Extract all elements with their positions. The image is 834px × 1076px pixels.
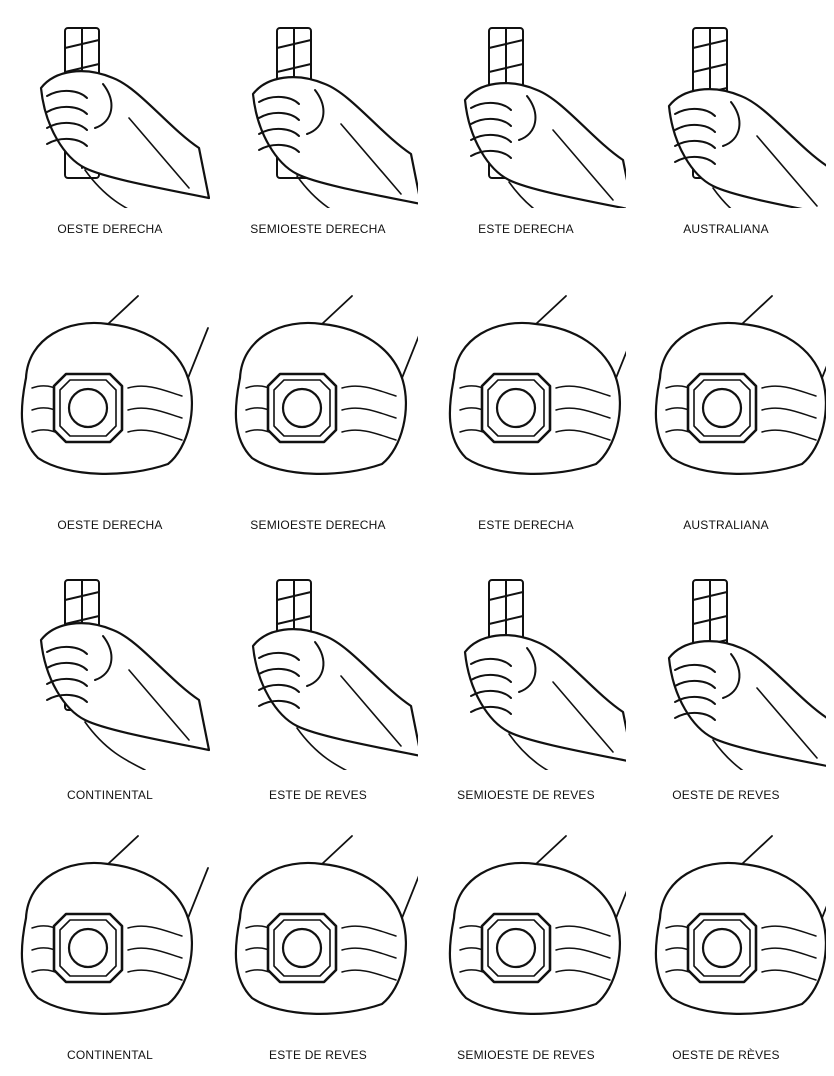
grip-cell: ESTE DE REVES — [218, 0, 426, 1076]
grip-cell: AUSTRALIANA — [626, 0, 834, 1076]
grip-cell: OESTE DE REVES — [626, 0, 834, 1076]
hand-grip-end-icon — [654, 835, 826, 1015]
grip-label: SEMIOESTE DE REVES — [457, 1048, 595, 1062]
grip-label: SEMIOESTE DERECHA — [250, 518, 386, 532]
grip-label: CONTINENTAL — [67, 788, 153, 802]
grip-cell: AUSTRALIANA — [626, 0, 834, 1076]
hand-grip-side-icon — [251, 579, 418, 770]
hand-grip-end-icon — [20, 295, 209, 475]
hand-grip-side-icon — [463, 27, 626, 208]
grip-cell: SEMIOESTE DERECHA — [218, 0, 426, 1076]
hand-grip-side-icon — [463, 579, 626, 770]
hand-grip-side-icon — [39, 27, 210, 208]
hand-grip-end-icon — [234, 835, 418, 1015]
hand-grip-side-icon — [251, 27, 418, 208]
hand-grip-end-icon — [20, 835, 209, 1015]
grip-cell: CONTINENTAL — [10, 0, 218, 1076]
grip-cell: OESTE DERECHA — [10, 0, 218, 1076]
grip-cell: OESTE DERECHA — [10, 0, 218, 1076]
grip-cell: SEMIOESTE DERECHA — [218, 0, 426, 1076]
grip-label: AUSTRALIANA — [683, 222, 769, 236]
hand-grip-end-icon — [654, 295, 826, 475]
grip-label: ESTE DERECHA — [478, 518, 574, 532]
hand-grip-side-icon — [39, 579, 210, 770]
hand-grip-end-icon — [234, 295, 418, 475]
grip-cell: SEMIOESTE DE REVES — [426, 0, 634, 1076]
hand-grip-side-icon — [667, 27, 826, 208]
hand-grip-end-icon — [448, 835, 626, 1015]
grip-label: OESTE DE RÈVES — [672, 1048, 780, 1062]
grip-label: SEMIOESTE DE REVES — [457, 788, 595, 802]
grip-label: OESTE DE REVES — [672, 788, 780, 802]
grip-label: ESTE DE REVES — [269, 1048, 367, 1062]
grip-label: OESTE DERECHA — [57, 222, 163, 236]
grip-label: SEMIOESTE DERECHA — [250, 222, 386, 236]
grip-cell: SEMIOESTE DE REVES — [426, 0, 634, 1076]
grip-label: CONTINENTAL — [67, 1048, 153, 1062]
grip-cell: OESTE DE RÈVES — [626, 0, 834, 1076]
grip-label: ESTE DE REVES — [269, 788, 367, 802]
grip-cell: ESTE DERECHA — [426, 0, 634, 1076]
grip-label: OESTE DERECHA — [57, 518, 163, 532]
hand-grip-side-icon — [667, 579, 826, 770]
grip-label: ESTE DERECHA — [478, 222, 574, 236]
grip-label: AUSTRALIANA — [683, 518, 769, 532]
grip-cell: CONTINENTAL — [10, 0, 218, 1076]
grip-cell: ESTE DERECHA — [426, 0, 634, 1076]
grip-cell: ESTE DE REVES — [218, 0, 426, 1076]
hand-grip-end-icon — [448, 295, 626, 475]
